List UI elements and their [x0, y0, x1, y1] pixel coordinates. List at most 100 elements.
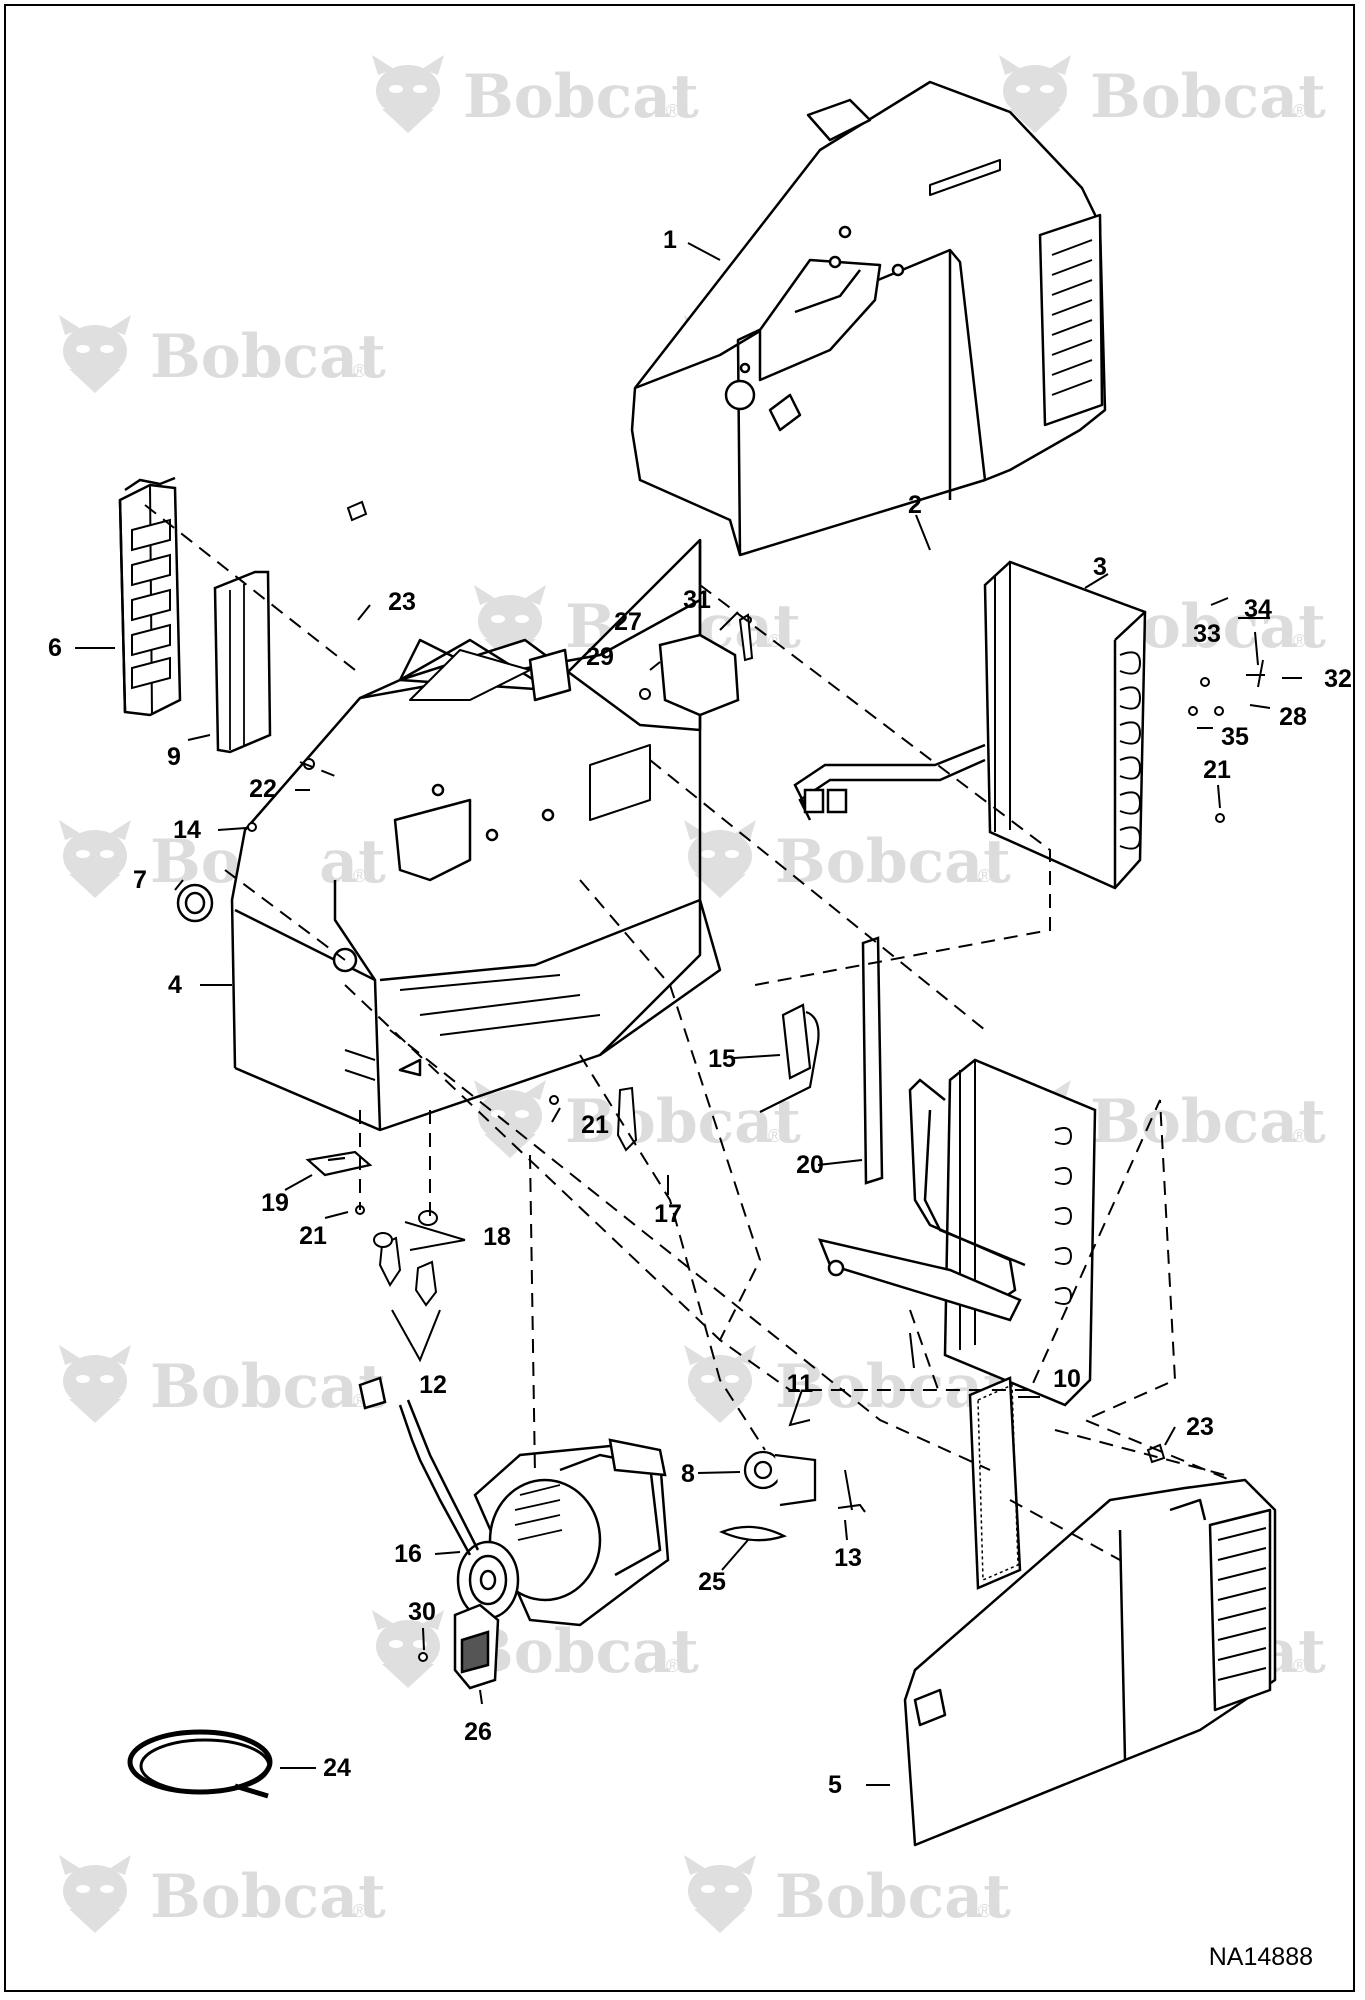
callout-21c: 21	[1203, 756, 1231, 784]
callout-11: 11	[787, 1370, 814, 1398]
part-5-lower-cover	[903, 1478, 1277, 1847]
callout-23a: 23	[388, 588, 416, 616]
watermark-registered-mark: ®	[1293, 101, 1306, 121]
part-27-bracket	[658, 633, 740, 717]
callout-labels: 1 2 3 4 5 6 7 8 9 10 11 12 13 14 15 16 1…	[48, 226, 1352, 1799]
drawing-number: NA14888	[1208, 1943, 1313, 1971]
watermark-registered-mark: ®	[353, 1901, 366, 1921]
bobcat-watermark: Bobcat®	[372, 55, 699, 133]
callout-3: 3	[1093, 553, 1107, 581]
callout-25: 25	[698, 1568, 726, 1596]
watermark-text: Bobcat	[775, 827, 1011, 897]
part-1-upper-cover	[630, 80, 1107, 557]
watermark-registered-mark: ®	[666, 1656, 679, 1676]
bobcat-logo-icon	[59, 1345, 131, 1423]
watermark-text: Bobcat	[463, 1617, 699, 1687]
part-8-actuator	[743, 1450, 817, 1507]
callout-13: 13	[834, 1544, 862, 1572]
part-20-seal-strip	[861, 936, 884, 1185]
part-6-left-grille	[118, 476, 182, 717]
bobcat-watermark: Bobcat®	[684, 1855, 1011, 1933]
part-10-panel	[968, 1376, 1022, 1590]
callout-22: 22	[249, 775, 277, 803]
callout-27: 27	[614, 608, 642, 636]
bobcat-logo-icon	[372, 55, 444, 133]
small-fasteners	[247, 500, 1265, 1662]
callout-7: 7	[133, 866, 147, 894]
watermark-registered-mark: ®	[978, 1901, 991, 1921]
bobcat-watermark: Bobcat®	[474, 1080, 801, 1158]
watermark-registered-mark: ®	[1293, 631, 1306, 651]
bobcat-watermark: Bobcat®	[59, 315, 386, 393]
callout-17: 17	[654, 1200, 682, 1228]
watermark-registered-mark: ®	[1293, 1656, 1306, 1676]
part-25-link	[719, 1525, 788, 1542]
callout-34: 34	[1244, 595, 1272, 623]
bobcat-logo-icon	[684, 1855, 756, 1933]
watermark-text: Bobcat	[565, 1087, 801, 1157]
watermark-registered-mark: ®	[978, 866, 991, 886]
watermark-text: Bobcat	[463, 62, 699, 132]
callout-23b: 23	[1186, 1413, 1214, 1441]
part-4-main-housing	[230, 538, 722, 1132]
bobcat-logo-icon	[59, 315, 131, 393]
callout-29: 29	[586, 643, 614, 671]
callout-20: 20	[796, 1151, 824, 1179]
callout-4: 4	[168, 971, 182, 999]
watermark-text: Bobcat	[1090, 62, 1326, 132]
watermark-registered-mark: ®	[353, 361, 366, 381]
bobcat-watermark: Bobcat®	[999, 1080, 1326, 1158]
callout-24: 24	[323, 1754, 351, 1782]
watermark-registered-mark: ®	[353, 866, 366, 886]
callout-35: 35	[1221, 723, 1249, 751]
part-7-grommet	[176, 883, 214, 923]
part-15-sensor	[759, 1003, 820, 1113]
assembly-leader-lines	[144, 504, 1231, 1561]
callout-12: 12	[419, 1371, 447, 1399]
callout-28: 28	[1279, 703, 1307, 731]
bobcat-watermark: Bobcat®	[999, 55, 1326, 133]
bobcat-logo-icon	[59, 1855, 131, 1933]
callout-18: 18	[483, 1223, 511, 1251]
bobcat-watermark: Bobcat®	[684, 820, 1011, 898]
watermark-registered-mark: ®	[666, 101, 679, 121]
bobcat-watermark: Bobcat®	[372, 1610, 699, 1688]
callout-10: 10	[1053, 1365, 1081, 1393]
callout-14: 14	[173, 816, 201, 844]
callout-6: 6	[48, 634, 62, 662]
callout-21a: 21	[581, 1111, 609, 1139]
callout-33: 33	[1193, 620, 1221, 648]
callout-32: 32	[1324, 665, 1352, 693]
callout-1: 1	[663, 226, 677, 254]
watermark-text: Bobcat	[150, 322, 386, 392]
callout-26: 26	[464, 1718, 492, 1746]
bobcat-logo-icon	[684, 820, 756, 898]
bobcat-watermark: Bobcat®	[59, 1855, 386, 1933]
callout-9: 9	[167, 743, 181, 771]
part-9-filter	[213, 570, 272, 754]
watermark-text: Bobcat	[1090, 1087, 1326, 1157]
watermark-text: Bobcat	[150, 1862, 386, 1932]
bobcat-logo-icon	[684, 1345, 756, 1423]
callout-30: 30	[408, 1598, 436, 1626]
callout-15: 15	[708, 1045, 736, 1073]
callout-19: 19	[261, 1189, 289, 1217]
callout-leaders	[75, 242, 1302, 1786]
watermark-text: Bobcat	[775, 1862, 1011, 1932]
part-2-evaporator	[817, 1058, 1097, 1407]
part-26-resistor	[453, 1603, 500, 1690]
callout-2: 2	[908, 491, 922, 519]
part-19-clip	[305, 1150, 373, 1177]
part-16-blower	[358, 1376, 670, 1627]
callout-21b: 21	[299, 1222, 327, 1250]
watermark-registered-mark: ®	[1293, 1126, 1306, 1146]
watermark-text: Bobcat	[150, 1352, 386, 1422]
callout-16: 16	[394, 1540, 422, 1568]
bobcat-watermark: Bobcat®	[59, 820, 386, 898]
callout-31: 31	[683, 586, 711, 614]
watermark-registered-mark: ®	[768, 1126, 781, 1146]
bobcat-watermark: Bobcat®	[59, 1345, 386, 1423]
part-3-heater-core	[793, 560, 1147, 890]
bobcat-logo-icon	[59, 820, 131, 898]
